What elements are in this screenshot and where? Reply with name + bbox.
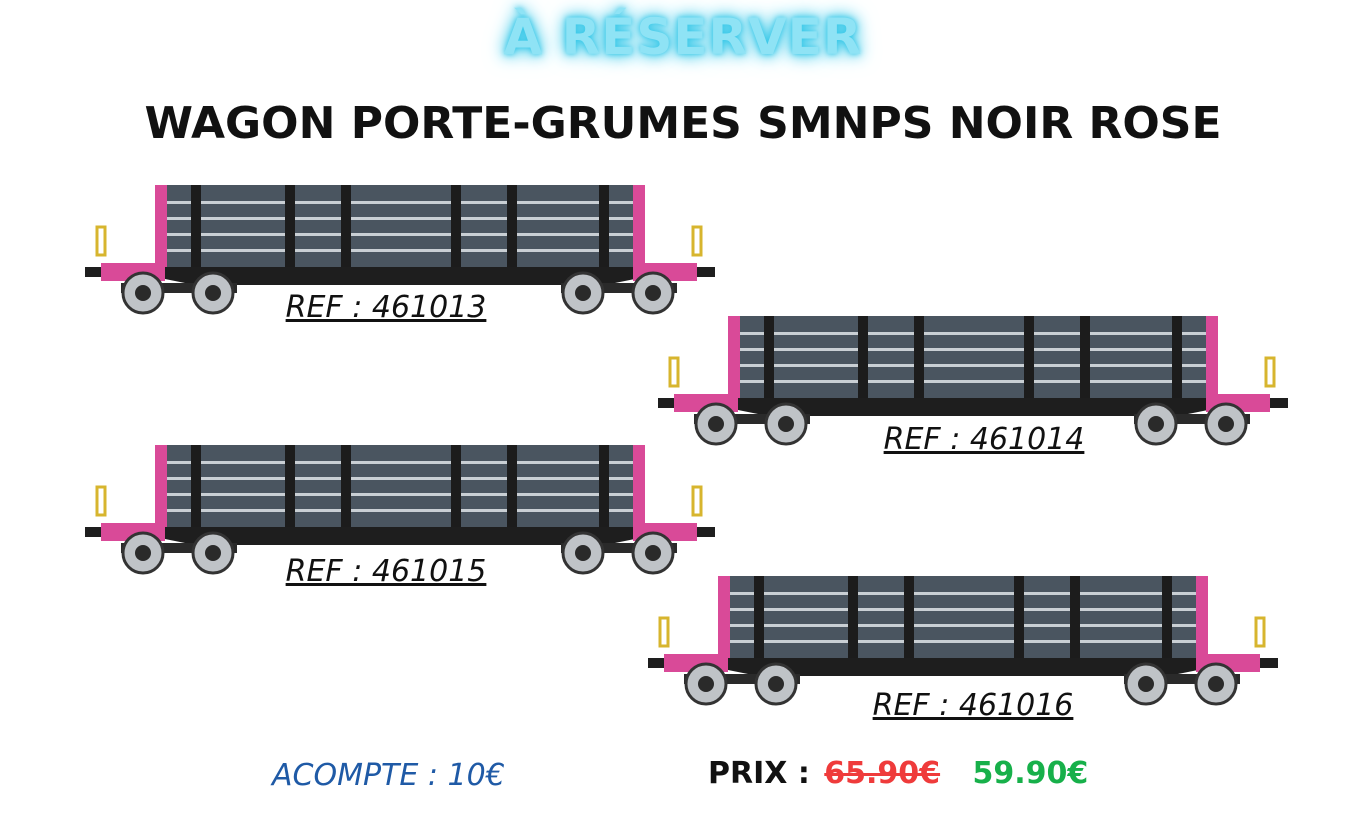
wagon-ref-461013: REF : 461013	[285, 290, 487, 325]
reserve-banner: À RÉSERVER	[503, 8, 863, 66]
wagon-ref-461016: REF : 461016	[872, 688, 1074, 723]
page-title: WAGON PORTE-GRUMES SMNPS NOIR ROSE	[144, 98, 1222, 149]
wagon-ref-461015: REF : 461015	[285, 554, 487, 589]
new-price: 59.90€	[972, 756, 1089, 791]
deposit-text: ACOMPTE : 10€	[272, 758, 505, 793]
old-price: 65.90€	[824, 756, 941, 791]
price-block: PRIX : 65.90€ 59.90€	[708, 756, 1088, 791]
price-label: PRIX :	[708, 756, 810, 791]
wagon-ref-461014: REF : 461014	[883, 422, 1085, 457]
